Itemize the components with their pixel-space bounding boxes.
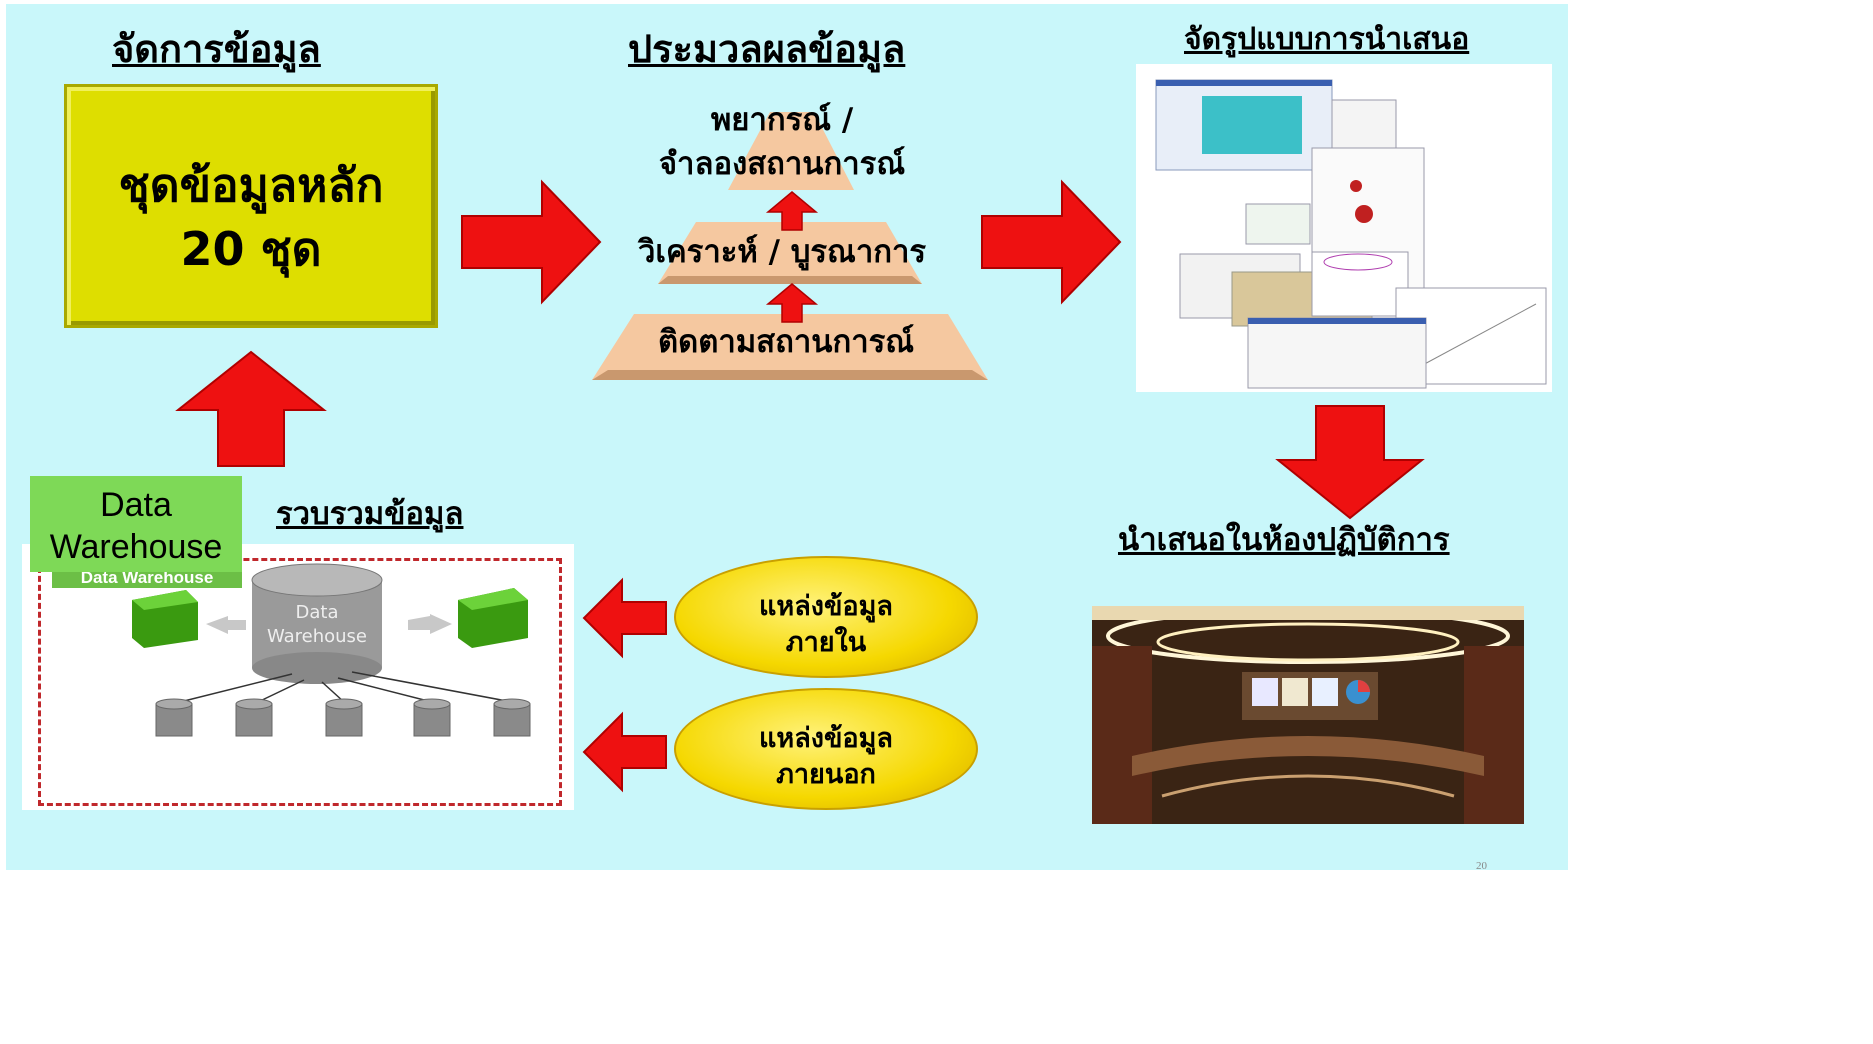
main-dataset-line2: 20 ชุด xyxy=(180,222,322,276)
pyramid-analyze: วิเคราะห์ / บูรณาการ xyxy=(637,234,927,270)
arrow-up-small-icon xyxy=(765,283,819,323)
cube-right-icon xyxy=(458,588,528,648)
header-process-data: ประมวลผลข้อมูล xyxy=(628,27,906,71)
arrow-left-icon xyxy=(582,577,667,659)
arrow-down-icon xyxy=(1275,405,1425,520)
internal-source-line1: แหล่งข้อมูล xyxy=(759,591,893,622)
main-dataset-box: ชุดข้อมูลหลัก 20 ชุด xyxy=(64,84,438,328)
arrow-left-icon xyxy=(582,711,667,793)
external-source-line1: แหล่งข้อมูล xyxy=(759,723,893,754)
arrow-right-icon xyxy=(461,179,602,305)
database-cylinder-icon xyxy=(251,563,383,684)
cube-left-icon xyxy=(132,590,198,648)
data-warehouse-label-line2: Warehouse xyxy=(49,528,223,566)
header-format-presentation: จัดรูปแบบการนำเสนอ xyxy=(1184,22,1470,57)
operations-room-photo xyxy=(1092,606,1524,824)
data-warehouse-illustration: Data Warehouse xyxy=(22,544,574,810)
internal-source-oval: แหล่งข้อมูล ภายใน xyxy=(674,556,978,678)
arrow-right-icon xyxy=(981,179,1122,305)
data-warehouse-label-line1: Data xyxy=(100,486,172,524)
presentation-screenshots-image xyxy=(1136,64,1552,392)
arrow-up-icon xyxy=(175,350,327,467)
processing-pyramid xyxy=(592,112,988,380)
arrow-up-small-icon xyxy=(765,191,819,231)
cylinder-text-line1: Data xyxy=(295,602,339,623)
data-warehouse-label: Data Warehouse xyxy=(30,476,242,572)
dashed-border xyxy=(38,558,562,806)
header-manage-data: จัดการข้อมูล xyxy=(112,27,321,71)
external-source-oval: แหล่งข้อมูล ภายนอก xyxy=(674,688,978,810)
cylinder-text-line2: Warehouse xyxy=(266,626,368,647)
header-collect-data: รวบรวมข้อมูล xyxy=(276,496,464,532)
main-dataset-line1: ชุดข้อมูลหลัก xyxy=(118,158,384,212)
header-present-in-lab: นำเสนอในห้องปฏิบัติการ xyxy=(1118,522,1450,558)
pyramid-forecast-line2: จำลองสถานการณ์ xyxy=(658,146,906,182)
external-source-line2: ภายนอก xyxy=(776,759,876,790)
pyramid-forecast-line1: พยากรณ์ / xyxy=(710,102,854,138)
warehouse-image-caption: Data Warehouse xyxy=(52,568,242,588)
internal-source-line2: ภายใน xyxy=(785,627,867,658)
pyramid-monitor: ติดตามสถานการณ์ xyxy=(657,324,915,360)
page-number: 20 xyxy=(1476,860,1487,872)
slide-canvas: จัดการข้อมูล ประมวลผลข้อมูล จัดรูปแบบการ… xyxy=(6,4,1568,870)
